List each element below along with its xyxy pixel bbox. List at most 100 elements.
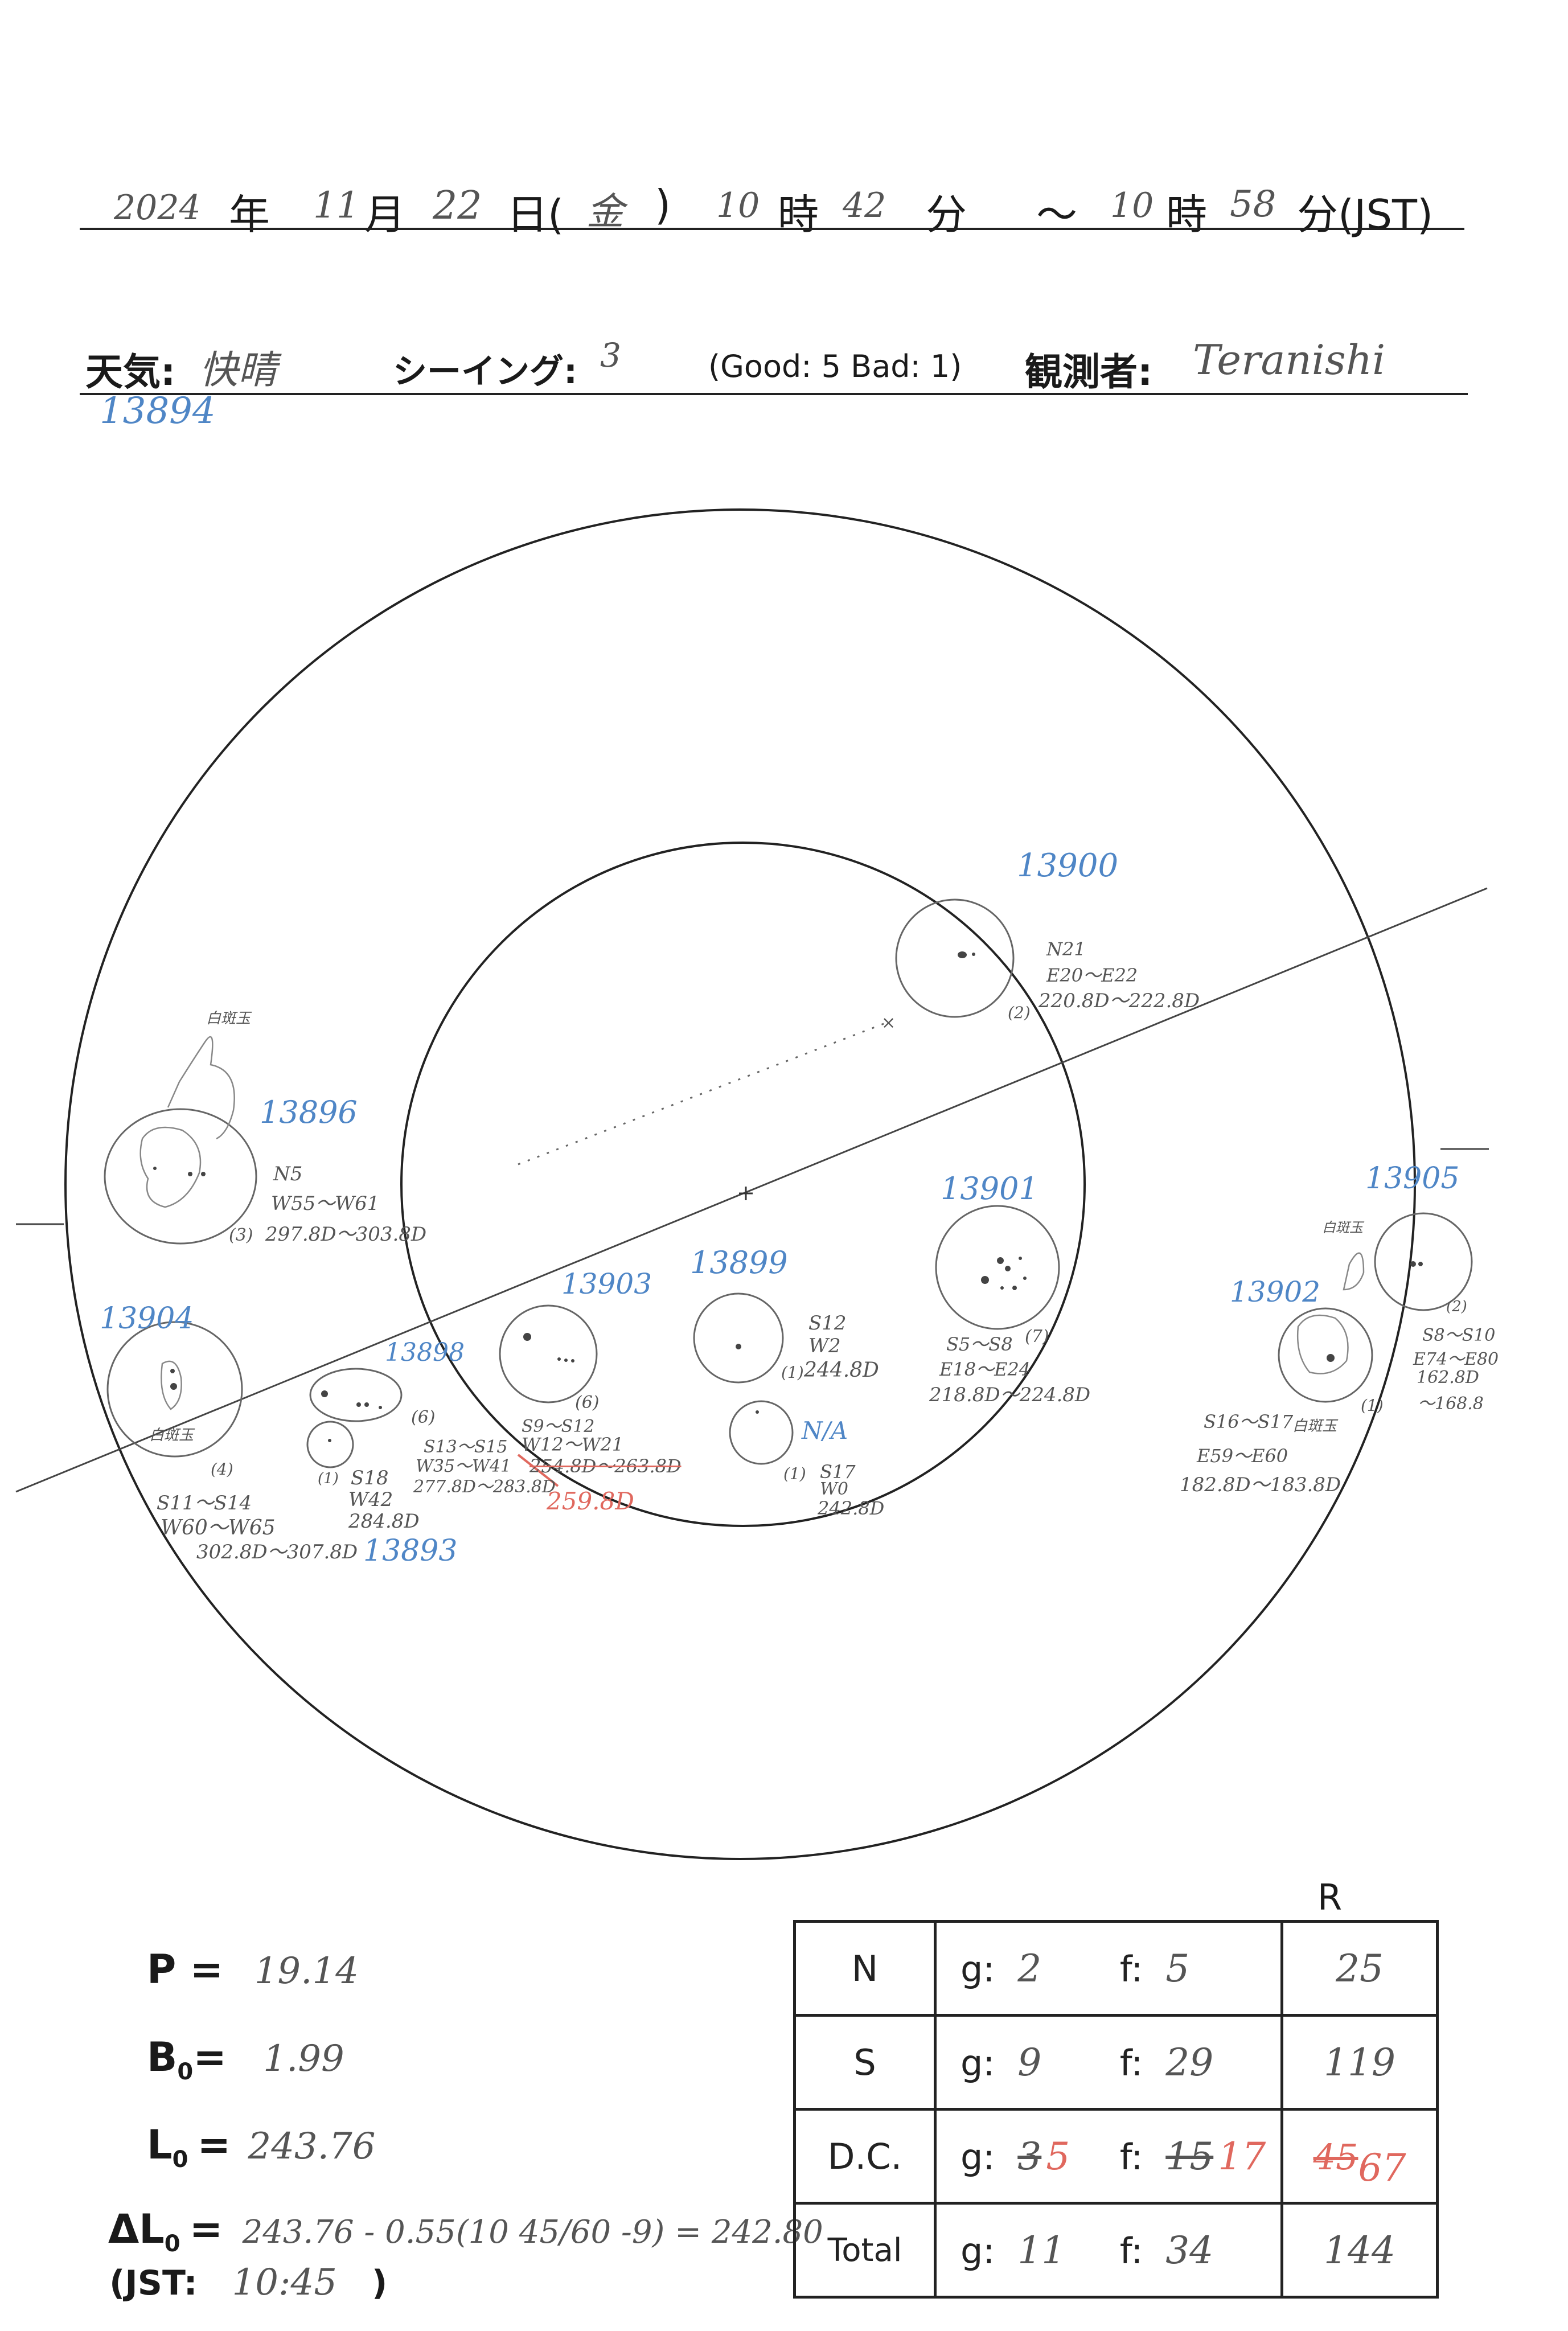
r-value: 67 xyxy=(1358,2145,1406,2190)
region-13905-note: 白斑玉 xyxy=(1322,1220,1363,1236)
na-region-circle xyxy=(729,1400,794,1465)
region-13902-label: 13902 xyxy=(1230,1275,1321,1308)
min-unit-1: 分 xyxy=(926,191,967,239)
region-13899-lon: W2 xyxy=(808,1335,841,1357)
weather-label: 天気: xyxy=(85,350,176,394)
region-13905-circle xyxy=(1374,1212,1473,1311)
end-min: 58 xyxy=(1230,183,1276,225)
region-13893-label: 13893 xyxy=(363,1534,458,1568)
region-13905-L1: 162.8D xyxy=(1417,1368,1479,1388)
region-13901-circle xyxy=(935,1205,1060,1330)
conditions-underline xyxy=(80,393,1468,395)
gf-cell: g:9 f:29 xyxy=(934,2014,1283,2111)
f-value: 34 xyxy=(1165,2228,1214,2272)
region-13899-lat: S12 xyxy=(808,1312,847,1335)
region-13904-lat: S11～S14 xyxy=(157,1492,252,1515)
region-13899-count: (1) xyxy=(781,1363,804,1382)
param-B0-sub: 0 xyxy=(177,2059,194,2085)
equator-line xyxy=(15,887,1488,1493)
g-label: g: xyxy=(960,1948,995,1990)
region-13900-count: (2) xyxy=(1008,1003,1031,1022)
r-value: 119 xyxy=(1280,2014,1439,2111)
f-label: f: xyxy=(1119,2136,1143,2178)
weekday-close: ) xyxy=(655,181,671,229)
region-13902-lon: E59～E60 xyxy=(1197,1445,1288,1467)
f-value: 17 xyxy=(1218,2134,1266,2178)
seeing-value: 3 xyxy=(600,336,621,375)
f-old-value: 15 xyxy=(1165,2134,1214,2178)
jst-close: ) xyxy=(371,2263,388,2303)
region-13896-lon: W55～W61 xyxy=(271,1192,380,1215)
region-13893-L: 284.8D xyxy=(348,1510,420,1533)
month-unit: 月 xyxy=(364,191,406,239)
region-13902-facula xyxy=(1296,1314,1349,1374)
param-dL0-label: ΔL xyxy=(108,2206,165,2252)
f-value: 5 xyxy=(1165,1946,1190,1991)
region-13902-lat: S16～S17 xyxy=(1204,1411,1294,1433)
center-cross xyxy=(739,1187,753,1200)
month-value: 11 xyxy=(313,184,360,227)
param-P-label: P = xyxy=(147,1946,224,1993)
r-old-value: 45 xyxy=(1313,2136,1358,2178)
na-region-lon: W0 xyxy=(820,1479,848,1499)
f-label: f: xyxy=(1119,1948,1143,1990)
f-label: f: xyxy=(1119,2042,1143,2084)
region-13896-L: 297.8D～303.8D xyxy=(265,1223,427,1246)
region-13900-L: 220.8D～222.8D xyxy=(1039,990,1200,1012)
region-13904-count: (4) xyxy=(211,1460,233,1479)
f-label: f: xyxy=(1119,2230,1143,2272)
r-value: 25 xyxy=(1280,1920,1439,2017)
region-13904-note: 白斑玉 xyxy=(149,1427,194,1444)
region-13899-label: 13899 xyxy=(690,1245,788,1281)
observer-value: Teranishi xyxy=(1193,336,1386,384)
param-P-value: 19.14 xyxy=(254,1950,359,1992)
year-value: 2024 xyxy=(114,188,201,228)
hour-unit-1: 時 xyxy=(778,191,819,239)
region-13903-corrected-L: 259.8D xyxy=(547,1487,634,1515)
region-13902-circle xyxy=(1278,1307,1373,1403)
param-B0: B0= 1.99 xyxy=(147,2034,344,2085)
weather-value: 快晴 xyxy=(199,348,277,393)
f-value: 29 xyxy=(1165,2040,1214,2084)
start-min: 42 xyxy=(843,186,886,225)
region-13902-note: 白斑玉 xyxy=(1292,1418,1337,1435)
region-13905-lat: S8～S10 xyxy=(1422,1325,1496,1345)
param-L0: L0= 243.76 xyxy=(147,2121,375,2173)
region-13901-L: 218.8D～224.8D xyxy=(929,1384,1091,1406)
table-row: S g:9 f:29 119 xyxy=(793,2014,1439,2111)
observer-label: 観測者: xyxy=(1025,350,1153,394)
region-13900-lat: N21 xyxy=(1046,938,1086,960)
param-B0-value: 1.99 xyxy=(263,2038,344,2080)
region-13898-circle xyxy=(309,1368,403,1422)
jst-value: 10:45 xyxy=(232,2262,337,2304)
r-cell: 4567 xyxy=(1280,2108,1439,2205)
na-region-count: (1) xyxy=(783,1464,806,1483)
region-13896-note: 白斑玉 xyxy=(206,1010,251,1027)
g-label: g: xyxy=(960,2042,995,2084)
jst-label: (JST: xyxy=(109,2263,198,2303)
region-13905-lon: E74～E80 xyxy=(1413,1349,1499,1369)
region-13901-lat: S5～S8 xyxy=(946,1333,1013,1355)
na-region-label: N/A xyxy=(802,1417,848,1444)
region-13898-label: 13898 xyxy=(385,1338,465,1367)
conditions-row: 天気: 快晴 シーイング: 3 (Good: 5 Bad: 1) 観測者: Te… xyxy=(85,336,1463,394)
g-value: 11 xyxy=(1017,2228,1066,2272)
day-unit: 日( xyxy=(507,191,564,239)
row-label: D.C. xyxy=(793,2108,937,2205)
end-hour: 10 xyxy=(1110,186,1154,225)
g-label: g: xyxy=(960,2136,995,2178)
param-dL0: ΔL0= 243.76 - 0.55(10 45/60 -9) = 242.80 xyxy=(108,2206,823,2257)
param-dL0-expr: 243.76 - 0.55(10 45/60 -9) = 242.80 xyxy=(242,2214,823,2251)
region-13896-facula xyxy=(139,1126,202,1208)
region-13903-label: 13903 xyxy=(561,1267,652,1300)
region-13896-lat: N5 xyxy=(273,1163,303,1185)
row-label: N xyxy=(793,1920,937,2017)
region-13903-count: (6) xyxy=(575,1393,600,1413)
region-13905-facula xyxy=(1343,1252,1365,1291)
r-column-header: R xyxy=(1317,1877,1343,1918)
region-13900-lon: E20～E22 xyxy=(1046,965,1138,986)
r-value: 144 xyxy=(1280,2202,1439,2299)
gf-cell: g:11 f:34 xyxy=(934,2202,1283,2299)
na-region-lat: S17 xyxy=(820,1461,856,1483)
